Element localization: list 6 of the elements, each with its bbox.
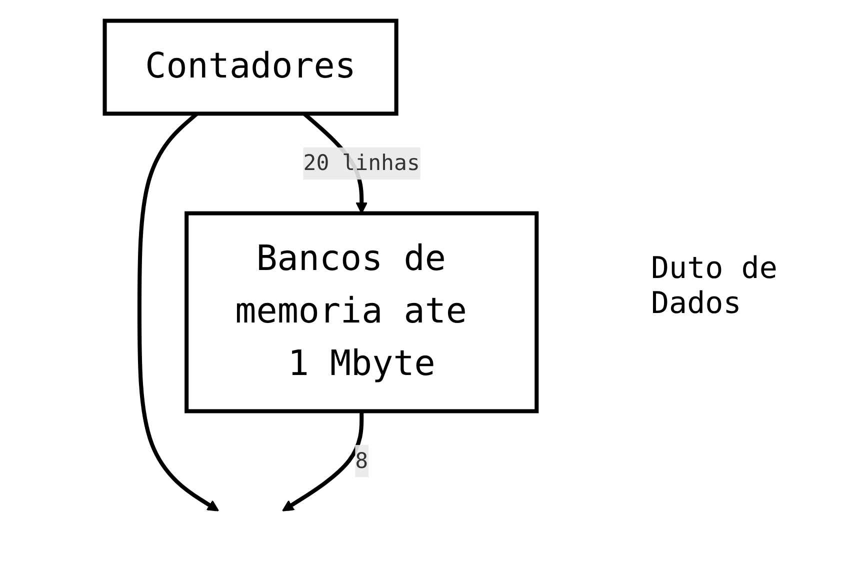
bus-label: Duto de Dados [651,251,778,321]
arrow [282,411,364,512]
edge-label: 8 [354,448,368,474]
node-box: Contadores [102,18,398,116]
edge-label: 20 linhas [303,150,420,176]
node-box: Bancos de memoria ate 1 Mbyte [184,211,538,414]
